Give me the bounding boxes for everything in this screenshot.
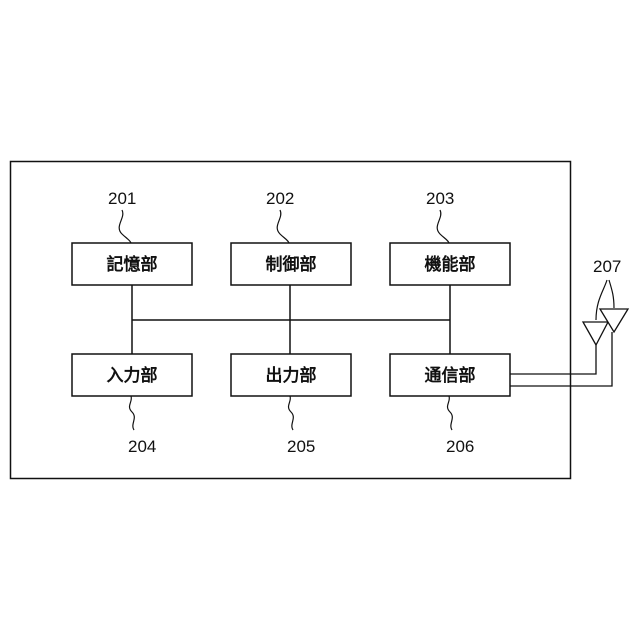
internal-bus (132, 285, 450, 354)
block-function-label: 機能部 (425, 254, 476, 275)
block-output: 出力部 (231, 354, 351, 396)
ref-number-206: 206 (446, 437, 474, 456)
leader-line-204 (130, 396, 135, 430)
block-function: 機能部 (390, 243, 510, 285)
ref-202: 202 (266, 189, 294, 243)
leader-line-206 (448, 396, 453, 430)
leader-line-207b (609, 280, 614, 308)
ref-number-202: 202 (266, 189, 294, 208)
leader-line-202 (277, 210, 289, 243)
block-communication-label: 通信部 (425, 365, 476, 386)
block-storage-label: 記憶部 (107, 254, 158, 275)
block-output-label: 出力部 (266, 365, 317, 386)
ref-203: 203 (426, 189, 454, 243)
block-control: 制御部 (231, 243, 351, 285)
leader-line-203 (437, 210, 449, 243)
ref-205: 205 (287, 396, 315, 456)
ref-number-204: 204 (128, 437, 156, 456)
ref-201: 201 (108, 189, 136, 243)
leader-line-201 (119, 210, 131, 243)
ref-206: 206 (446, 396, 474, 456)
antenna-icon (583, 309, 628, 345)
ref-204: 204 (128, 396, 156, 456)
ref-number-201: 201 (108, 189, 136, 208)
antenna-element-left (583, 322, 608, 345)
block-input: 入力部 (72, 354, 192, 396)
ref-number-203: 203 (426, 189, 454, 208)
block-communication: 通信部 (390, 354, 510, 396)
ref-number-205: 205 (287, 437, 315, 456)
leader-line-205 (289, 396, 294, 430)
ref-number-207: 207 (593, 257, 621, 276)
block-control-label: 制御部 (266, 254, 317, 275)
block-storage: 記憶部 (72, 243, 192, 285)
block-input-label: 入力部 (107, 365, 158, 386)
